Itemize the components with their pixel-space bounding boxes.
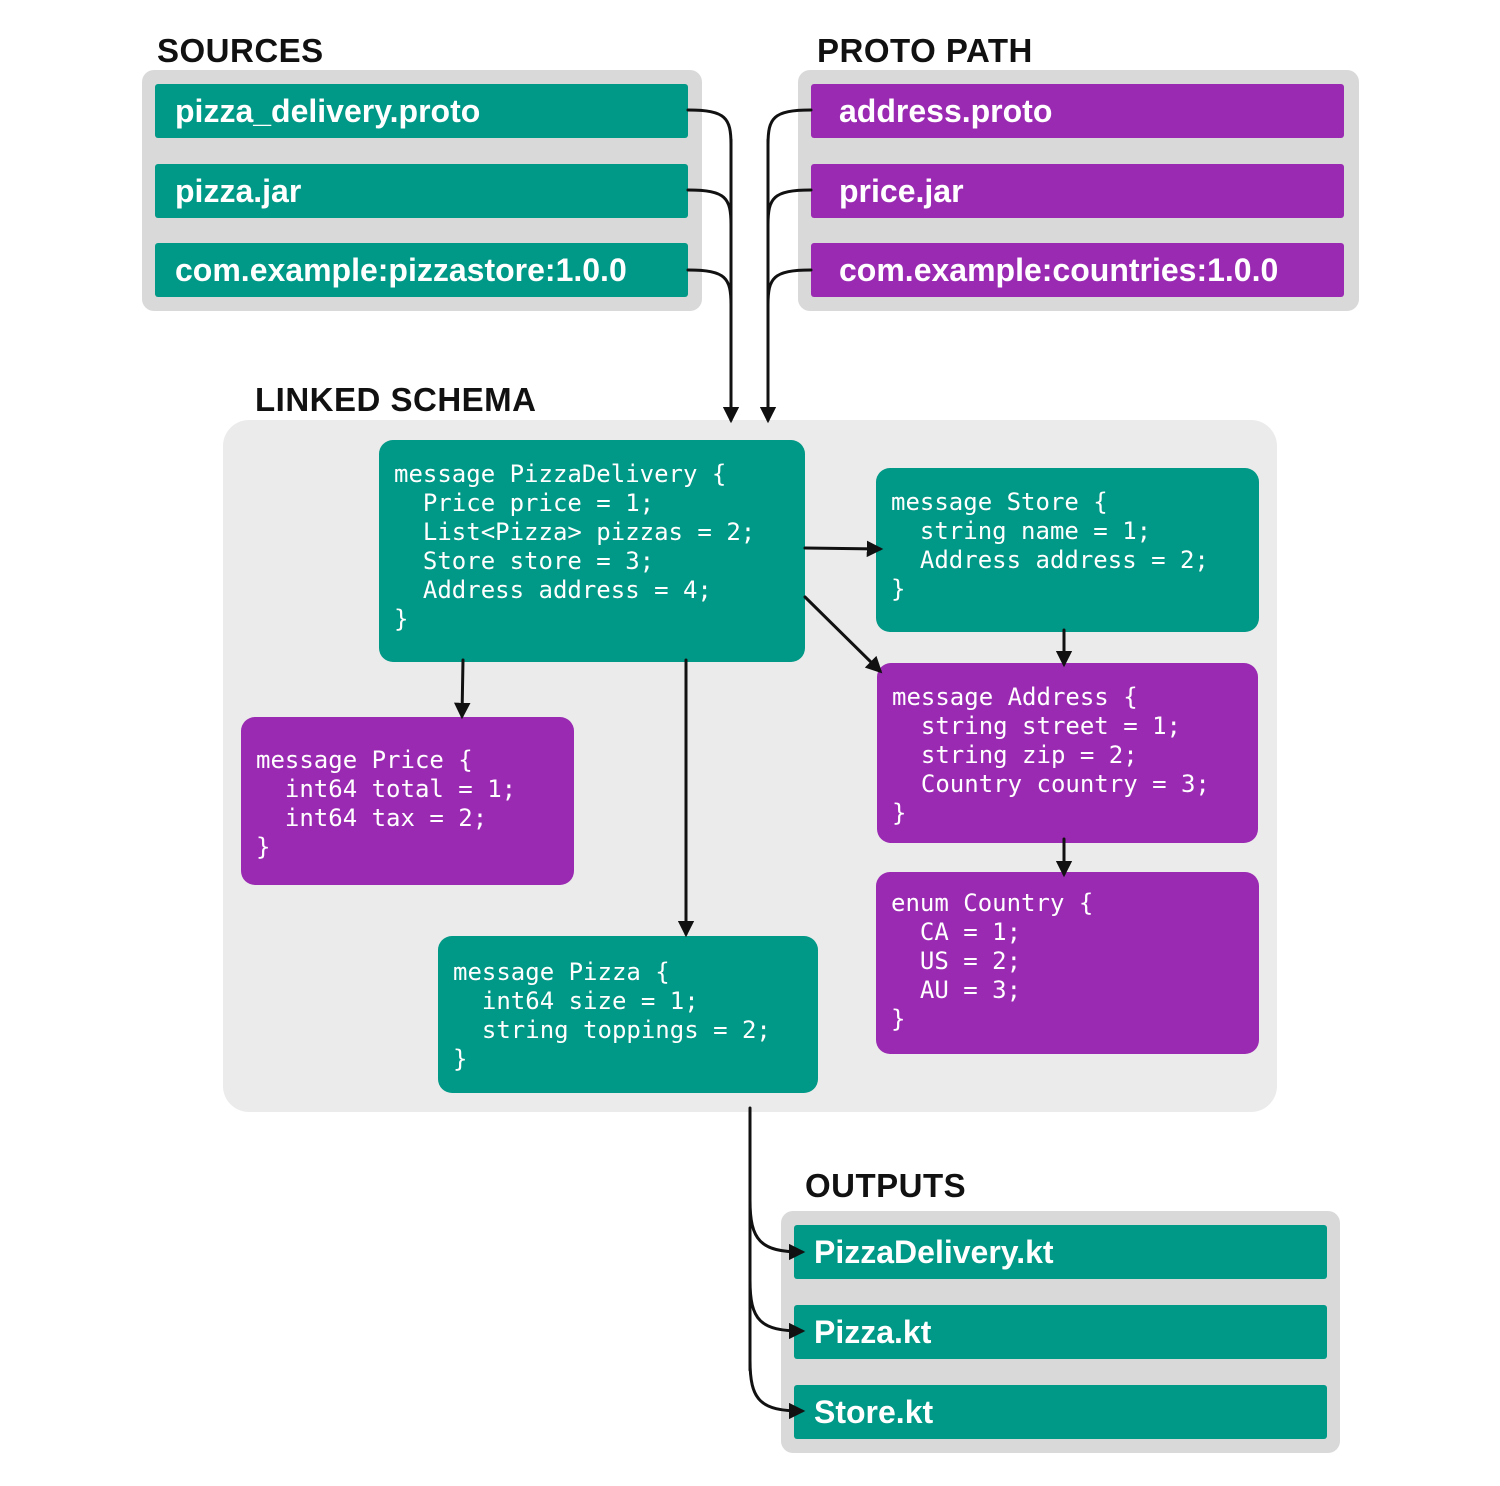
- source-item-pizzastore-artifact[interactable]: com.example:pizzastore:1.0.0: [155, 243, 688, 297]
- country-enum-box: enum Country { CA = 1; US = 2; AU = 3; }: [876, 872, 1259, 1054]
- linked-schema-heading: LINKED SCHEMA: [255, 381, 537, 418]
- proto-path-item-address-proto[interactable]: address.proto: [811, 84, 1344, 138]
- output-item-store-kt[interactable]: Store.kt: [794, 1385, 1327, 1439]
- store-message-box: message Store { string name = 1; Address…: [876, 468, 1259, 632]
- outputs-heading: OUTPUTS: [805, 1167, 967, 1204]
- source-item-pizza-jar[interactable]: pizza.jar: [155, 164, 688, 218]
- price-message-box: message Price { int64 total = 1; int64 t…: [241, 717, 574, 885]
- proto-path-item-countries-artifact[interactable]: com.example:countries:1.0.0: [811, 243, 1344, 297]
- pizza-delivery-message-box: message PizzaDelivery { Price price = 1;…: [379, 440, 805, 662]
- proto-path-item-price-jar[interactable]: price.jar: [811, 164, 1344, 218]
- output-item-pizza-kt[interactable]: Pizza.kt: [794, 1305, 1327, 1359]
- address-message-box: message Address { string street = 1; str…: [877, 663, 1258, 843]
- source-item-pizza-delivery-proto[interactable]: pizza_delivery.proto: [155, 84, 688, 138]
- pizza-message-box: message Pizza { int64 size = 1; string t…: [438, 936, 818, 1093]
- sources-heading: SOURCES: [157, 32, 324, 69]
- output-item-pizza-delivery-kt[interactable]: PizzaDelivery.kt: [794, 1225, 1327, 1279]
- proto-path-heading: PROTO PATH: [817, 32, 1033, 69]
